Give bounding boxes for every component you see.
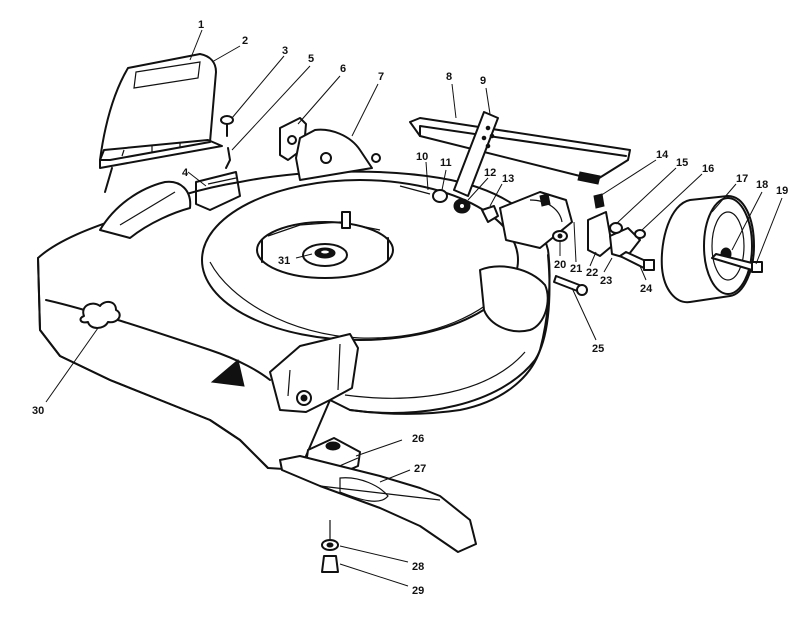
wheel-bolts — [553, 251, 763, 296]
callout-12: 12 — [484, 167, 496, 179]
callout-16: 16 — [702, 163, 714, 175]
callout-4: 4 — [182, 167, 189, 179]
callout-10: 10 — [416, 151, 428, 163]
callout-28: 28 — [412, 561, 424, 573]
callout-25: 25 — [592, 343, 604, 355]
mower-deck-housing — [37, 170, 551, 471]
callout-19: 19 — [776, 185, 788, 197]
callout-9: 9 — [480, 75, 486, 87]
deflector-hardware — [195, 115, 241, 211]
callout-20: 20 — [554, 259, 566, 271]
callout-18: 18 — [756, 179, 768, 191]
callout-8: 8 — [446, 71, 452, 83]
callout-29: 29 — [412, 585, 424, 597]
callout-labels: 1 2 3 4 5 6 7 8 9 10 11 12 13 14 15 16 1… — [32, 19, 788, 597]
callout-31: 31 — [278, 255, 290, 267]
callout-7: 7 — [378, 71, 384, 83]
callout-24: 24 — [640, 283, 653, 295]
grass-deflector — [99, 53, 223, 193]
cutting-blade — [279, 455, 477, 553]
callout-23: 23 — [600, 275, 612, 287]
callout-6: 6 — [340, 63, 346, 75]
callout-13: 13 — [502, 173, 514, 185]
motor-mount-bearing — [256, 211, 394, 279]
callout-15: 15 — [676, 157, 688, 169]
axle-hardware — [399, 185, 499, 223]
callout-3: 3 — [282, 45, 288, 57]
callout-26: 26 — [412, 433, 424, 445]
callout-17: 17 — [736, 173, 748, 185]
callout-22: 22 — [586, 267, 598, 279]
rear-axle-plate — [409, 117, 631, 185]
callout-5: 5 — [308, 53, 314, 65]
callout-1: 1 — [198, 19, 204, 31]
height-adjust-bracket — [499, 191, 646, 259]
callout-2: 2 — [242, 35, 248, 47]
callout-11: 11 — [440, 157, 452, 169]
height-adjust-lever — [453, 111, 499, 197]
callout-21: 21 — [570, 263, 582, 275]
front-mount-bracket — [269, 333, 359, 413]
blade-bolt-washer — [321, 520, 339, 573]
leader-lines — [45, 29, 783, 587]
callout-14: 14 — [656, 149, 669, 161]
callout-30: 30 — [32, 405, 44, 417]
rear-wheel — [660, 195, 755, 304]
callout-27: 27 — [414, 463, 426, 475]
rear-bracket — [279, 117, 381, 181]
